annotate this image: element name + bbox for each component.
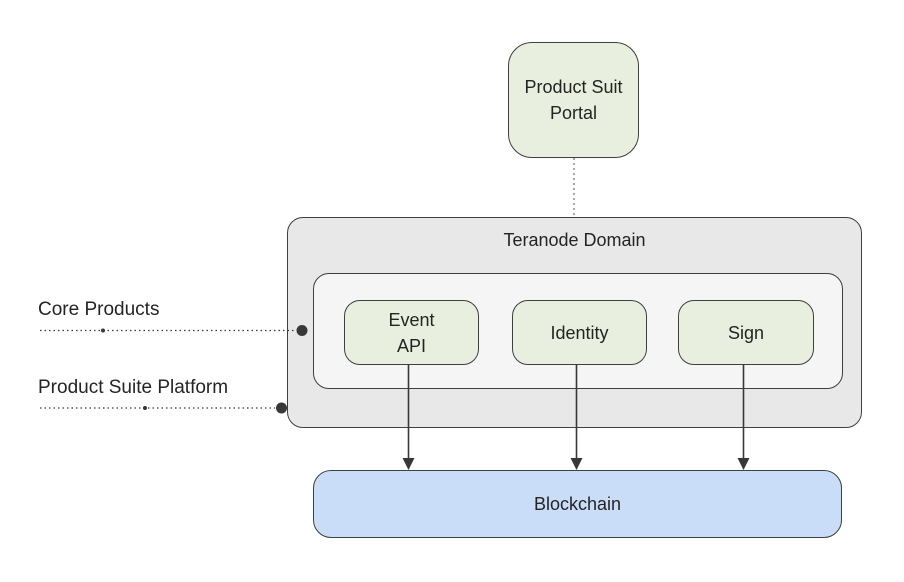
arrow-head-event-api-icon [402, 458, 415, 470]
container-core-products-group: Event API Identity Sign [313, 273, 843, 389]
node-label-line: Blockchain [533, 494, 622, 514]
node-blockchain: Blockchain [313, 470, 842, 538]
annotation-product-suite-platform: Product Suite Platform [38, 377, 229, 398]
node-label-line: API [396, 335, 426, 356]
teranode-domain-title: Teranode Domain [503, 230, 646, 250]
node-sign: Sign [678, 300, 814, 365]
node-label-line: Event [388, 309, 435, 330]
node-label-line: Portal [549, 103, 598, 123]
end-dot-platform-icon [276, 402, 287, 414]
node-identity: Identity [512, 300, 647, 365]
mid-dot-platform-icon [143, 406, 147, 410]
annotation-core-products: Core Products [38, 299, 160, 320]
node-label-line: Product Suit [524, 77, 623, 97]
container-teranode-domain: Teranode Domain Event API Identity Sign [287, 217, 862, 428]
node-product-suit-portal: Product Suit Portal [508, 42, 639, 158]
arrow-head-identity-icon [570, 458, 583, 470]
mid-dot-core-products-icon [101, 328, 105, 333]
node-event-api: Event API [344, 300, 479, 365]
node-label-line: Identity [550, 322, 609, 343]
node-label-line: Sign [727, 322, 765, 343]
arrow-head-sign-icon [737, 458, 750, 470]
